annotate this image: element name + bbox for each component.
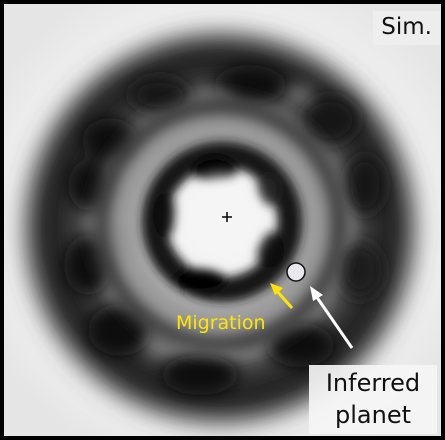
inferred-planet-label-line2: planet <box>335 401 411 429</box>
middle-ring <box>91 96 349 354</box>
simulation-label: Sim. <box>373 11 440 45</box>
inferred-planet-label: Inferred planet <box>309 365 437 434</box>
inner-dark-ring <box>141 141 303 303</box>
planet-arrow-icon <box>310 286 354 349</box>
inferred-planet-marker <box>286 262 306 282</box>
migration-arrow-icon <box>270 283 294 309</box>
inferred-planet-label-line1: Inferred <box>325 369 421 397</box>
migration-label: Migration <box>176 312 266 334</box>
bright-core <box>178 176 266 264</box>
star-center-cross-icon <box>222 212 232 222</box>
